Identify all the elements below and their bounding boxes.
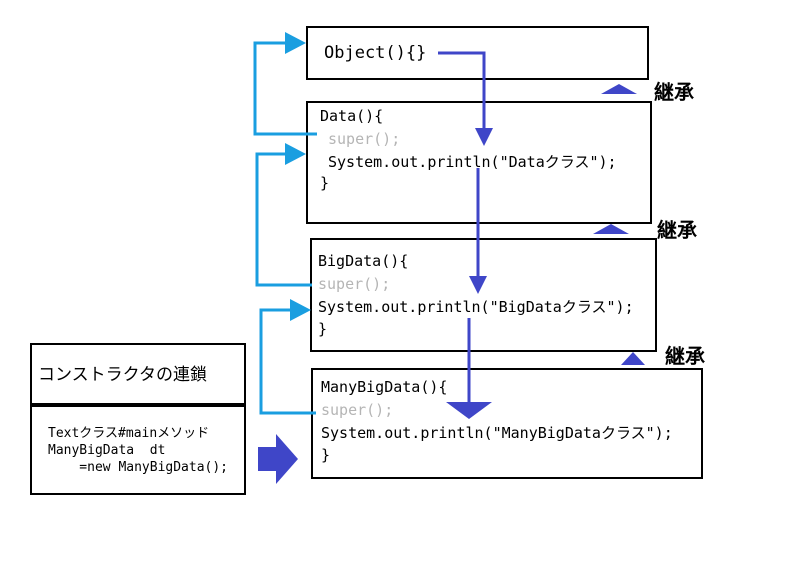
manybigdata-close-brace: } (321, 446, 331, 464)
object-box: Object(){} (306, 26, 649, 80)
bigdata-close-brace: } (318, 320, 328, 338)
legend-line-3: =new ManyBigData(); (48, 460, 229, 475)
data-super-call: super(); (328, 130, 401, 148)
inherit-arrow-1 (601, 84, 637, 94)
inherit-label-1: 継承 (654, 80, 694, 104)
manybigdata-println-line: System.out.println("ManyBigDataクラス"); (321, 424, 673, 442)
bigdata-super-call: super(); (318, 275, 391, 293)
legend-title: コンストラクタの連鎖 (38, 365, 207, 385)
super-arrow-data-to-object (253, 32, 317, 136)
data-println-line: System.out.println("Dataクラス"); (328, 153, 617, 171)
inherit-arrow-2 (593, 224, 629, 234)
legend-code-box: Textクラス#mainメソッド ManyBigData dt =new Man… (30, 405, 246, 495)
bigdata-box: BigData(){ super(); System.out.println("… (310, 238, 657, 352)
data-constructor-line: Data(){ (320, 107, 384, 125)
data-close-brace: } (320, 174, 330, 192)
legend-line-1: Textクラス#mainメソッド (48, 426, 210, 441)
legend-title-box: コンストラクタの連鎖 (30, 343, 246, 405)
bigdata-println-line: System.out.println("BigDataクラス"); (318, 298, 634, 316)
main-call-arrow (258, 434, 298, 484)
flow-arrow-data-to-bigdata (469, 168, 487, 294)
manybigdata-constructor-line: ManyBigData(){ (321, 378, 448, 396)
inherit-label-3: 継承 (665, 344, 705, 368)
manybigdata-box: ManyBigData(){ super(); System.out.print… (311, 368, 703, 479)
object-constructor-text: Object(){} (324, 43, 427, 63)
super-arrow-bigdata-to-data (255, 143, 312, 287)
super-arrow-manybigdata-to-bigdata (259, 299, 316, 415)
flow-arrow-bigdata-to-manybigdata (446, 318, 492, 419)
bigdata-constructor-line: BigData(){ (318, 252, 409, 270)
inherit-label-2: 継承 (657, 218, 697, 242)
legend-line-2: ManyBigData dt (48, 443, 166, 458)
inherit-arrow-3 (621, 352, 645, 365)
manybigdata-super-call: super(); (321, 401, 394, 419)
flow-arrow-object-to-data (438, 51, 493, 146)
